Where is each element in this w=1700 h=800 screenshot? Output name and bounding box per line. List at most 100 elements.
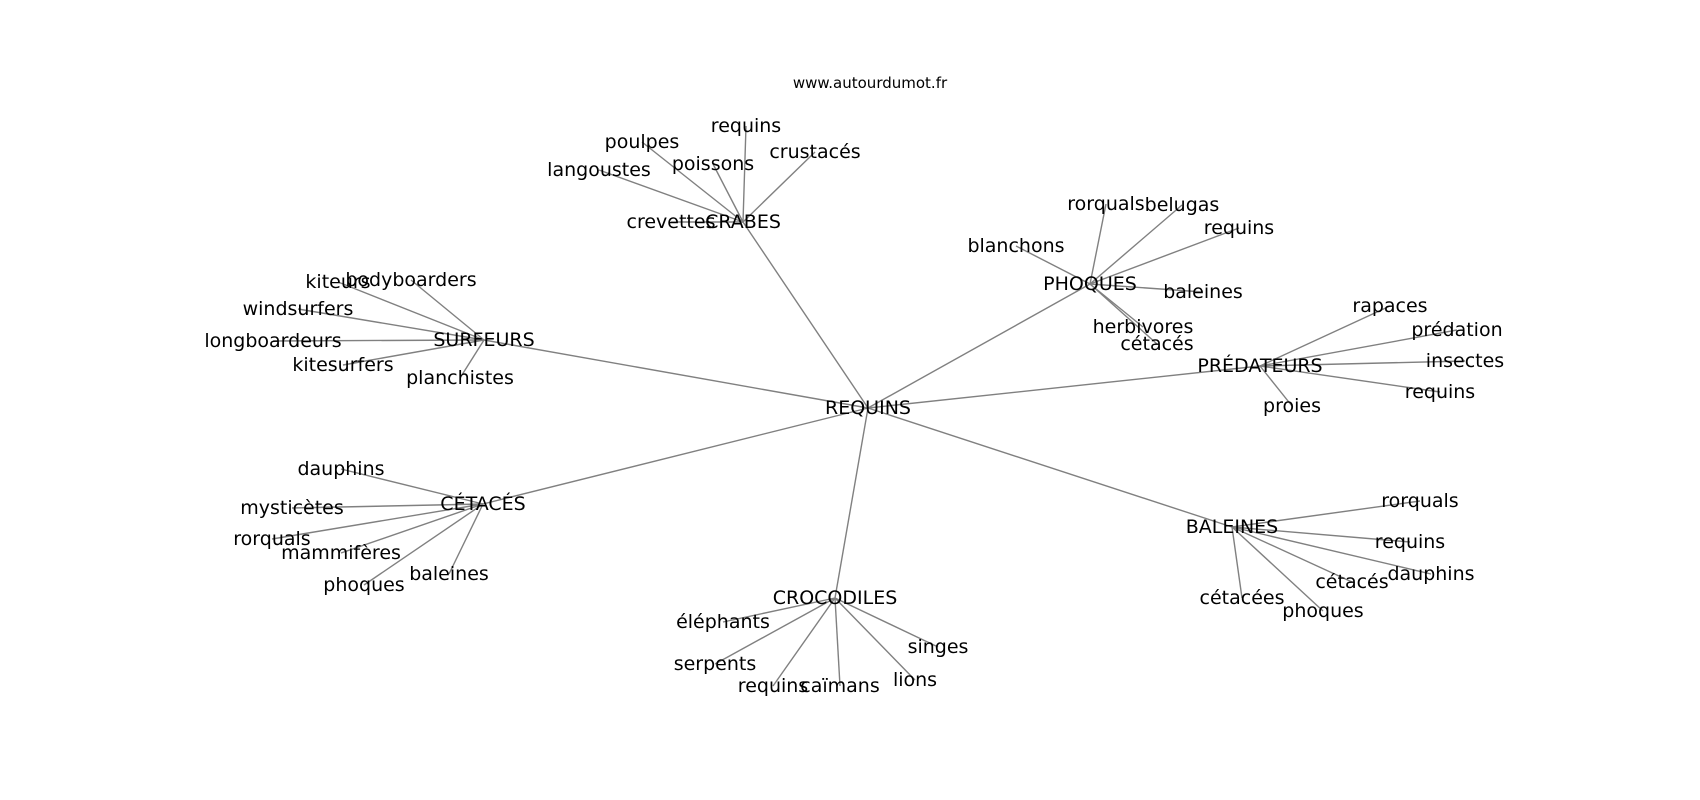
leaf-node-crocodiles-caimans: caïmans: [800, 675, 879, 697]
edge-cetaces-mammiferes: [340, 503, 484, 554]
leaf-node-crabes-crevettes: crevettes: [627, 211, 716, 233]
leaf-node-phoques-requins: requins: [1204, 217, 1274, 239]
edge-root-crabes: [742, 221, 869, 409]
edges-layer: [271, 125, 1466, 687]
edge-cetaces-dauphins: [340, 468, 484, 505]
edge-surfeurs-kitesurfers: [342, 339, 485, 366]
edge-crocodiles-elephants: [722, 597, 836, 623]
edge-surfeurs-bodyboarders: [410, 279, 485, 341]
edge-crabes-langoustes: [598, 169, 744, 223]
edge-cetaces-rorquals: [271, 503, 484, 540]
source-url: www.autourdumot.fr: [793, 74, 948, 92]
leaf-node-predateurs-requins: requins: [1405, 381, 1475, 403]
edge-crocodiles-lions: [834, 597, 916, 681]
labels-layer: REQUINSCRABEScrevetteslangoustespoulpesp…: [204, 115, 1504, 697]
edge-root-phoques: [867, 283, 1091, 409]
edge-baleines-dauphins: [1231, 526, 1432, 575]
edge-crocodiles-serpents: [714, 597, 836, 665]
leaf-node-crocodiles-requins: requins: [738, 675, 808, 697]
leaf-node-cetaces-dauphins: dauphins: [297, 458, 384, 480]
leaf-node-baleines-cetaces: cétacés: [1315, 571, 1388, 593]
edge-phoques-rorquals: [1089, 203, 1107, 285]
edge-root-crocodiles: [834, 407, 869, 599]
leaf-node-baleines-dauphins: dauphins: [1387, 563, 1474, 585]
hub-node-crocodiles: CROCODILES: [773, 587, 898, 609]
leaf-node-crabes-langoustes: langoustes: [547, 159, 651, 181]
edge-phoques-baleines: [1089, 283, 1204, 293]
edge-predateurs-insectes: [1259, 360, 1466, 367]
leaf-node-phoques-baleines: baleines: [1163, 281, 1243, 303]
hub-node-surfeurs: SURFEURS: [433, 329, 534, 351]
edge-predateurs-predation: [1259, 329, 1458, 367]
edge-predateurs-requins: [1259, 365, 1441, 393]
leaf-node-phoques-rorquals: rorquals: [1067, 193, 1144, 215]
edge-root-surfeurs: [483, 339, 869, 409]
edge-baleines-phoques: [1231, 526, 1324, 612]
edge-cetaces-phoques: [363, 503, 484, 586]
edge-cetaces-baleines: [448, 503, 484, 575]
edge-crabes-requins: [742, 125, 747, 223]
edge-phoques-cetaces: [1089, 283, 1158, 345]
edge-baleines-rorquals: [1231, 500, 1421, 528]
leaf-node-crabes-crustaces: crustacés: [769, 141, 860, 163]
leaf-node-baleines-rorquals: rorquals: [1381, 490, 1458, 512]
leaf-node-crocodiles-elephants: éléphants: [676, 611, 770, 633]
edge-root-cetaces: [482, 407, 869, 505]
leaf-node-crocodiles-lions: lions: [893, 669, 937, 691]
edge-baleines-cetaces: [1231, 526, 1353, 583]
hub-node-predateurs: PRÉDATEURS: [1197, 354, 1322, 377]
leaf-node-surfeurs-windsurfers: windsurfers: [243, 298, 354, 320]
leaf-node-cetaces-mammiferes: mammifères: [281, 542, 401, 564]
leaf-node-baleines-cetacees: cétacées: [1200, 587, 1285, 609]
edge-predateurs-rapaces: [1259, 305, 1391, 367]
edge-crabes-poissons: [712, 163, 744, 223]
leaf-node-phoques-cetaces: cétacés: [1120, 333, 1193, 355]
edge-cetaces-mysticetes: [291, 503, 484, 509]
edge-crabes-crustaces: [742, 151, 816, 223]
leaf-node-predateurs-proies: proies: [1263, 395, 1321, 417]
edge-baleines-cetacees: [1231, 526, 1243, 599]
leaf-node-crabes-poissons: poissons: [672, 153, 754, 175]
leaf-node-baleines-phoques: phoques: [1282, 600, 1363, 622]
hub-node-crabes: CRABES: [705, 211, 781, 233]
hub-node-baleines: BALEINES: [1186, 516, 1279, 538]
edge-surfeurs-longboardeurs: [272, 339, 485, 342]
leaf-node-surfeurs-planchistes: planchistes: [406, 367, 514, 389]
leaf-node-predateurs-insectes: insectes: [1426, 350, 1504, 372]
leaf-node-cetaces-rorquals: rorquals: [233, 528, 310, 550]
edge-predateurs-proies: [1259, 365, 1293, 407]
leaf-node-surfeurs-kitesurfers: kitesurfers: [292, 354, 393, 376]
leaf-node-baleines-requins: requins: [1375, 531, 1445, 553]
leaf-node-cetaces-phoques: phoques: [323, 574, 404, 596]
leaf-node-cetaces-mysticetes: mysticètes: [240, 497, 344, 519]
edge-phoques-belugas: [1089, 204, 1183, 285]
hub-node-phoques: PHOQUES: [1043, 273, 1137, 295]
edge-crabes-poulpes: [641, 141, 744, 223]
leaf-node-surfeurs-bodyboarders: bodyboarders: [345, 269, 476, 291]
hub-node-cetaces: CÉTACÉS: [440, 492, 525, 515]
edge-root-predateurs: [867, 365, 1261, 409]
root-node-label: REQUINS: [825, 397, 911, 419]
edge-phoques-blanchons: [1015, 245, 1091, 285]
edge-surfeurs-kiteurs: [337, 281, 485, 341]
leaf-node-crocodiles-singes: singes: [908, 636, 969, 658]
leaf-node-phoques-belugas: belugas: [1145, 194, 1220, 216]
edge-crocodiles-caimans: [834, 597, 841, 687]
leaf-node-crabes-requins: requins: [711, 115, 781, 137]
leaf-node-surfeurs-kiteurs: kiteurs: [305, 271, 370, 293]
edge-crocodiles-singes: [834, 597, 939, 648]
leaf-node-crocodiles-serpents: serpents: [674, 653, 757, 675]
leaf-node-crabes-poulpes: poulpes: [605, 131, 680, 153]
edge-crocodiles-requins: [772, 597, 836, 687]
leaf-node-cetaces-baleines: baleines: [409, 563, 489, 585]
edge-baleines-requins: [1231, 526, 1411, 543]
leaf-node-phoques-blanchons: blanchons: [967, 235, 1064, 257]
edge-surfeurs-windsurfers: [297, 308, 485, 341]
leaf-node-surfeurs-longboardeurs: longboardeurs: [204, 330, 341, 352]
edge-surfeurs-planchistes: [459, 339, 485, 379]
edge-phoques-requins: [1089, 227, 1240, 285]
leaf-node-predateurs-rapaces: rapaces: [1352, 295, 1427, 317]
leaf-node-predateurs-predation: prédation: [1411, 319, 1502, 341]
leaf-node-phoques-herbivores: herbivores: [1093, 316, 1194, 338]
